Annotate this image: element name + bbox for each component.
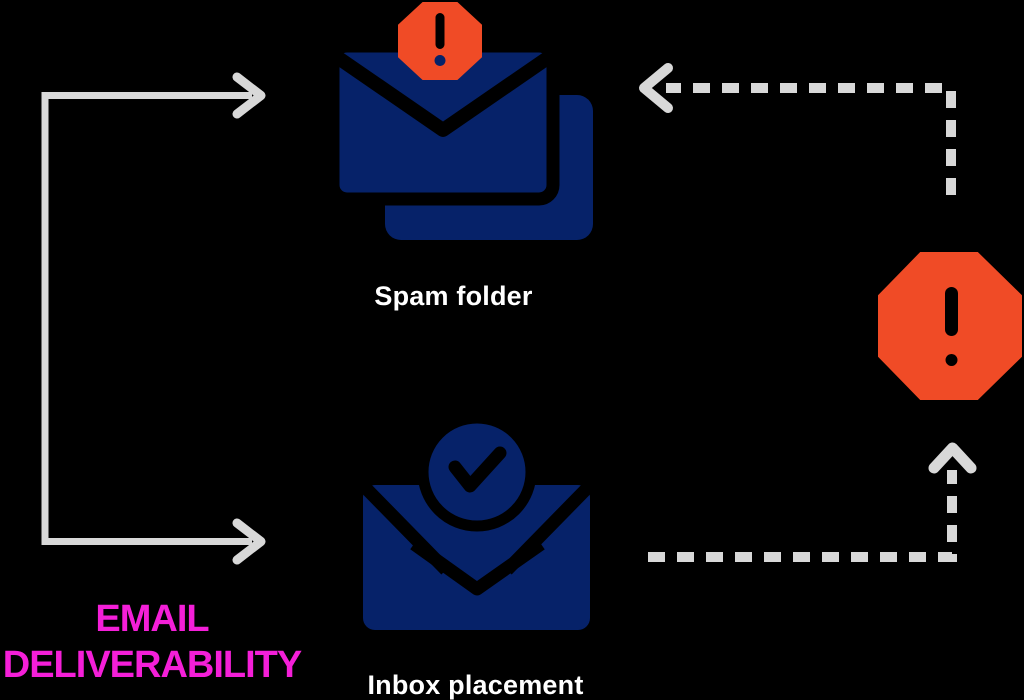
arrow-left-icon <box>639 63 673 113</box>
stacked-envelopes-alert-icon <box>326 2 593 240</box>
envelope-flap-line <box>333 51 553 137</box>
diagram-title-line1: EMAIL <box>95 598 209 640</box>
alert-octagon-icon <box>398 2 482 80</box>
diagram-title-line2: DELIVERABILITY <box>2 644 302 686</box>
arrow-right-icon <box>232 72 266 119</box>
envelope-shape <box>363 485 590 630</box>
stop-octagon-exclamation-icon <box>878 252 1022 400</box>
checkmark-icon <box>448 446 507 493</box>
envelope-flap-line <box>410 538 545 596</box>
spam-folder-label: Spam folder <box>374 281 533 311</box>
diagram-title: EMAIL DELIVERABILITY <box>0 596 304 688</box>
connector-solid-bracket <box>41 72 266 565</box>
connector-solid-path <box>41 92 252 545</box>
inbox-placement-label: Inbox placement <box>367 670 584 700</box>
arrow-right-icon <box>232 518 266 565</box>
connector-dashed-inbox-to-blocked <box>648 442 977 562</box>
envelope-check-icon <box>347 412 606 630</box>
connector-dashed-path <box>666 83 956 195</box>
connector-dashed-path <box>648 470 957 562</box>
stop-octagon-shape <box>878 252 1022 400</box>
arrow-up-icon <box>928 442 977 474</box>
connector-dashed-blocked-to-spam <box>639 63 956 195</box>
